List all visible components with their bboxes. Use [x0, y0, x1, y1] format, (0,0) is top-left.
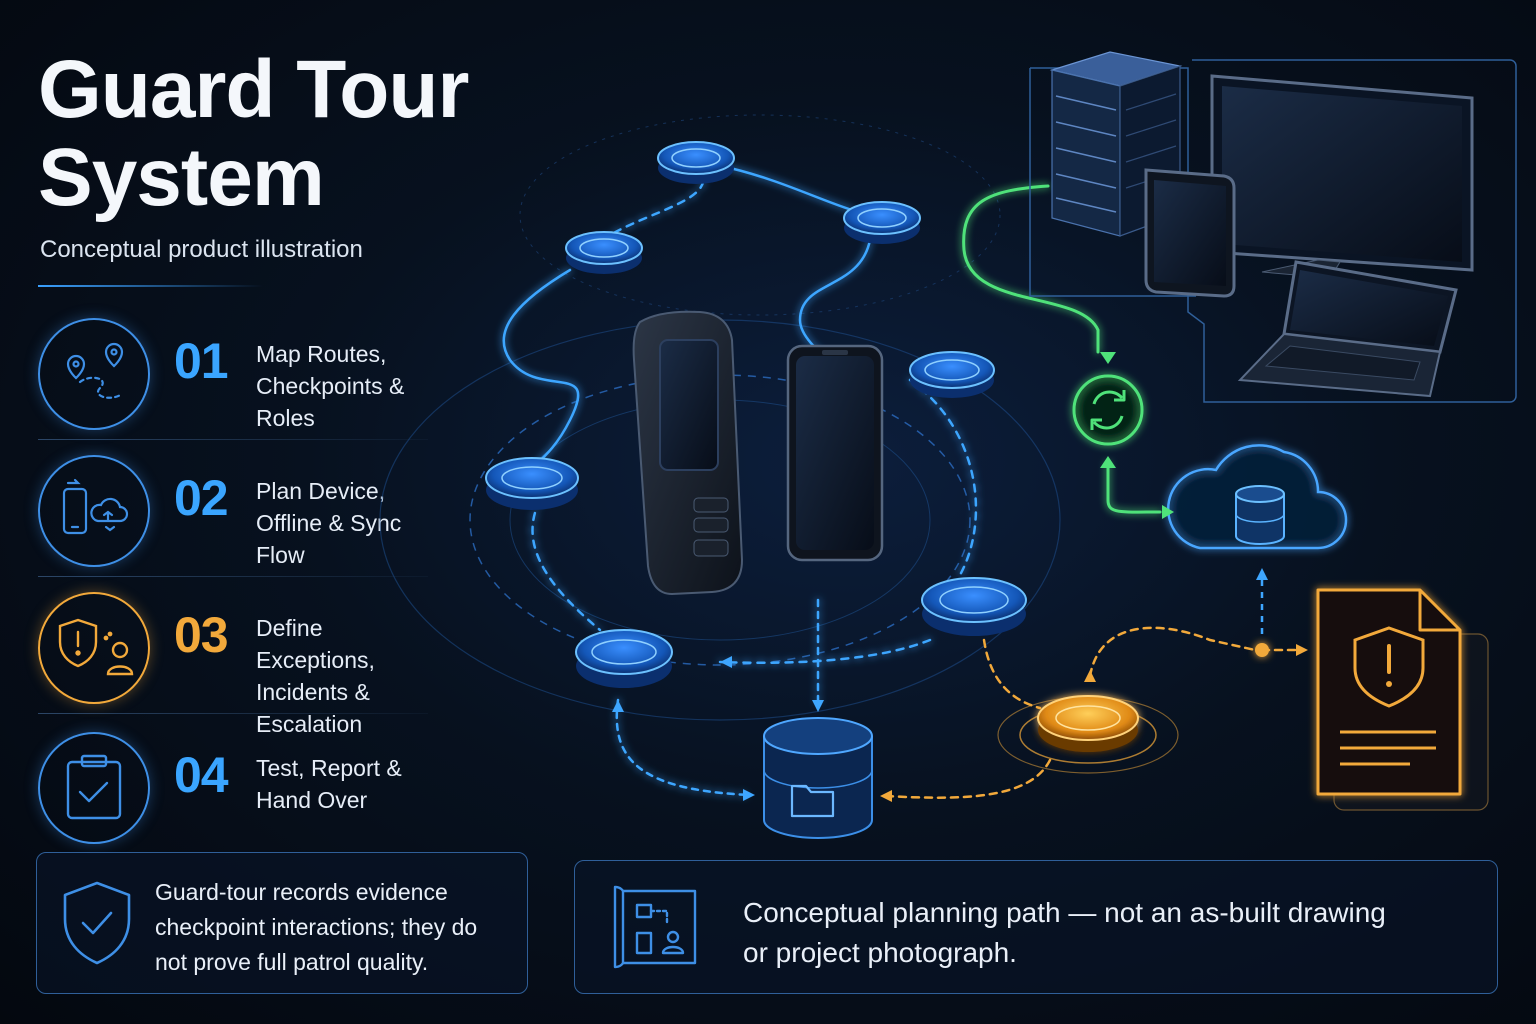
patrol-route [502, 166, 978, 797]
step-number: 01 [174, 333, 229, 389]
step-label-line-2: Offline & Sync Flow [256, 510, 402, 568]
step-label: Define Exceptions, Incidents & Escalatio… [256, 612, 438, 740]
step-number: 03 [174, 607, 229, 663]
step-label-line-2: Checkpoints & Roles [256, 373, 405, 431]
title-divider [38, 285, 263, 287]
checkpoint-node [921, 577, 1027, 636]
clipboard-check-icon [38, 732, 150, 844]
checkpoint-nodes [485, 141, 1027, 688]
incident-report [1316, 588, 1489, 811]
escalation-arrowheads [880, 643, 1308, 802]
shield-check-icon [63, 881, 131, 965]
checkpoint-node [485, 457, 579, 510]
page-title: Guard Tour System [38, 44, 469, 223]
evidence-note: Guard-tour records evidence checkpoint i… [36, 852, 528, 994]
step-label-line-1: Define Exceptions, [256, 615, 375, 673]
route-map-icon [38, 318, 150, 430]
step-label: Map Routes, Checkpoints & Roles [256, 338, 438, 434]
cloud-database [1167, 444, 1348, 636]
disclaimer-line-2: or project photograph. [743, 937, 1017, 968]
device-cloud-sync-icon [38, 455, 150, 567]
checkpoint-node [909, 351, 995, 398]
checkpoint-node [565, 231, 643, 274]
back-office-panel [1029, 59, 1517, 403]
step-1: 01 Map Routes, Checkpoints & Roles [38, 310, 438, 440]
tablet [1144, 168, 1236, 298]
step-label-line-2: Hand Over [256, 787, 368, 813]
step-4: 04 Test, Report & Hand Over [38, 724, 438, 854]
sync-icon [1072, 374, 1144, 446]
step-number: 02 [174, 470, 229, 526]
step-divider [38, 576, 428, 577]
server-rack [1049, 51, 1183, 237]
step-label: Test, Report & Hand Over [256, 752, 402, 816]
desktop-monitor [1210, 74, 1474, 279]
local-storage [763, 717, 873, 839]
disclaimer-note: Conceptual planning path — not an as-bui… [574, 860, 1498, 994]
checkpoint-node [843, 201, 921, 244]
smartphone [786, 344, 884, 562]
step-number: 04 [174, 747, 229, 803]
folder-icon [790, 784, 835, 818]
laptop [1237, 260, 1458, 398]
step-label-line-2: Incidents & Escalation [256, 679, 370, 737]
step-label-line-1: Map Routes, [256, 341, 387, 367]
step-divider [38, 439, 428, 440]
disclaimer-text: Conceptual planning path — not an as-bui… [743, 893, 1386, 973]
checkpoint-node [575, 629, 673, 688]
blueprint-icon [613, 885, 697, 969]
step-3: 03 Define Exceptions, Incidents & Escala… [38, 584, 438, 737]
step-2: 02 Plan Device, Offline & Sync Flow [38, 447, 438, 577]
step-label-line-1: Plan Device, [256, 478, 386, 504]
route-arrowheads [612, 656, 824, 801]
subtitle: Conceptual product illustration [40, 236, 363, 263]
title-line-1: Guard Tour [38, 44, 469, 135]
shield-alert-user-icon [38, 592, 150, 704]
sync-arrowheads [1100, 352, 1174, 519]
step-label-line-1: Test, Report & [256, 755, 402, 781]
shield-alert-icon [1353, 626, 1425, 708]
step-label: Plan Device, Offline & Sync Flow [256, 475, 438, 571]
evidence-note-text: Guard-tour records evidence checkpoint i… [155, 879, 478, 975]
handheld-reader [632, 310, 744, 596]
disclaimer-line-1: Conceptual planning path — not an as-bui… [743, 897, 1386, 928]
title-line-2: System [38, 132, 325, 223]
incident-node [997, 695, 1179, 774]
step-divider [38, 713, 428, 714]
checkpoint-node [657, 141, 735, 184]
sync-flow [962, 184, 1162, 514]
